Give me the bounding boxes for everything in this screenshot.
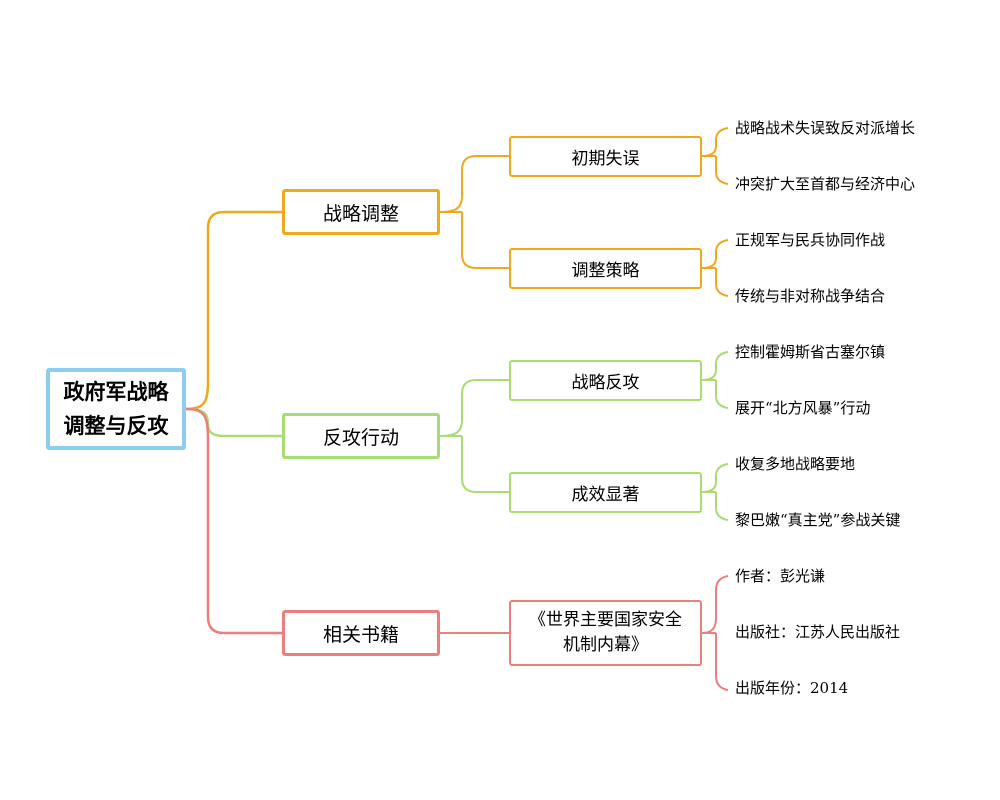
leaf-text: 出版社：江苏人民出版社 <box>735 623 901 641</box>
leaf-text: 战略战术失误致反对派增长 <box>735 119 916 137</box>
leaf-text: 黎巴嫩“真主党”参战关键 <box>735 511 901 529</box>
node-adjust-strategy[interactable]: 调整策略 <box>509 248 702 289</box>
root-title-line1: 政府军战略 <box>63 379 169 404</box>
node-notable-results[interactable]: 成效显著 <box>509 472 702 513</box>
node-counter-offensive[interactable]: 反攻行动 <box>282 413 440 459</box>
connector-strategy-children <box>439 155 509 269</box>
bracket-adjust-strategy <box>701 239 729 297</box>
leaf-text: 冲突扩大至首都与经济中心 <box>735 175 916 193</box>
leaf-text: 出版年份：2014 <box>735 679 849 697</box>
node-label: 初期失误 <box>571 149 640 169</box>
node-strategic-counter[interactable]: 战略反攻 <box>509 360 702 401</box>
root-node[interactable]: 政府军战略 调整与反攻 <box>46 368 186 450</box>
bracket-early-mistakes <box>701 127 729 185</box>
node-strategy-adjustment[interactable]: 战略调整 <box>282 189 440 235</box>
connector-counter-children <box>439 379 509 493</box>
bracket-book <box>701 575 729 691</box>
connector-root-books <box>185 407 282 635</box>
node-label: 反攻行动 <box>322 426 399 449</box>
leaf-text: 控制霍姆斯省古塞尔镇 <box>735 343 886 361</box>
connector-root-strategy <box>185 210 282 411</box>
book-title-line1: 《世界主要国家安全 <box>529 610 682 630</box>
node-label: 相关书籍 <box>322 623 399 646</box>
leaf-text: 收复多地战略要地 <box>735 455 856 473</box>
leaf-text: 传统与非对称战争结合 <box>735 287 886 305</box>
node-label: 战略调整 <box>322 202 399 225</box>
node-label: 成效显著 <box>571 485 640 505</box>
leaf-text: 作者：彭光谦 <box>735 567 826 585</box>
node-label: 战略反攻 <box>571 373 640 393</box>
node-early-mistakes[interactable]: 初期失误 <box>509 136 702 177</box>
root-title-line2: 调整与反攻 <box>63 413 169 438</box>
book-title-line2: 机制内幕》 <box>563 635 648 655</box>
leaf-text: 展开“北方风暴”行动 <box>735 399 871 417</box>
node-related-books[interactable]: 相关书籍 <box>282 610 440 656</box>
bracket-strategic-counter <box>701 351 729 409</box>
bracket-results <box>701 463 729 521</box>
node-book-title[interactable]: 《世界主要国家安全 机制内幕》 <box>509 600 702 666</box>
node-label: 调整策略 <box>571 261 640 281</box>
leaf-text: 正规军与民兵协同作战 <box>735 231 886 249</box>
